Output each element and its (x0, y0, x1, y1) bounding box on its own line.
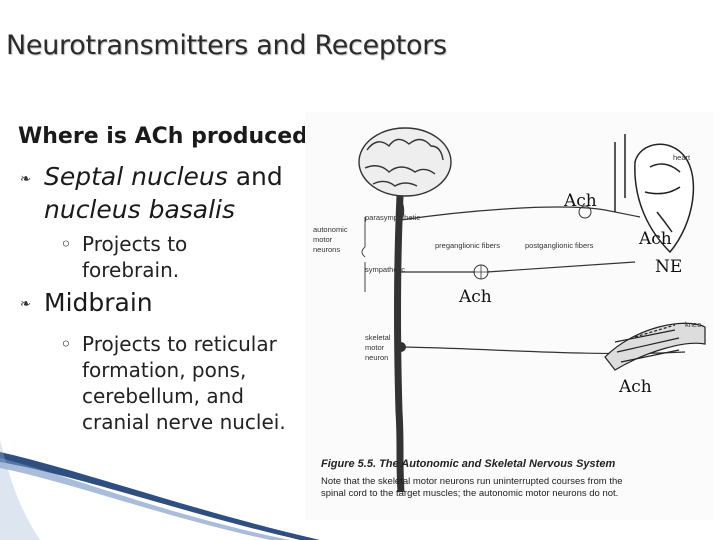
sub-bullet-forebrain: ◦ Projects to forebrain. (60, 231, 187, 283)
sub-line: Projects to reticular (82, 332, 277, 356)
figure-caption-line-2: spinal cord to the target muscles; the a… (321, 488, 618, 499)
brain-icon (358, 127, 452, 217)
annotation-ne: NE (655, 257, 683, 277)
annotation-ach-parasympathetic: Ach (564, 191, 597, 211)
bullet-icon: ❧ (20, 172, 31, 187)
figure-drawing: heart parasympathetic autonomic motor ne… (313, 127, 706, 499)
sub-line: cranial nerve nuclei. (82, 410, 286, 434)
figure-caption-title: Figure 5.5. The Autonomic and Skeletal N… (321, 458, 615, 470)
label-preganglionic: preganglionic fibers (435, 241, 500, 250)
sub-line: cerebellum, and (82, 384, 245, 408)
circle-bullet-icon: ◦ (60, 232, 72, 256)
sub-line: Projects to (82, 232, 188, 256)
sub-line: formation, pons, (82, 358, 247, 382)
brace (361, 217, 366, 292)
bullet-icon: ❧ (20, 297, 31, 312)
knee-muscle-icon (604, 322, 706, 371)
nervous-system-figure: heart parasympathetic autonomic motor ne… (305, 112, 713, 520)
label-skeletal-1: skeletal (365, 333, 391, 342)
label-skeletal-2: motor (365, 343, 385, 352)
label-autonomic-3: neurons (313, 245, 340, 254)
spinal-cord (394, 195, 405, 493)
septal-nucleus-text: Septal nucleus (44, 162, 228, 191)
annotation-ach-ganglion: Ach (459, 287, 492, 307)
nucleus-basalis-text: nucleus basalis (44, 195, 236, 224)
bullet-septal: Septal nucleus and nucleus basalis (44, 160, 283, 226)
label-autonomic-1: autonomic (313, 225, 348, 234)
heart-icon (614, 134, 695, 254)
label-autonomic-2: motor (313, 235, 333, 244)
label-skeletal-3: neuron (365, 353, 388, 362)
circle-bullet-icon: ◦ (60, 332, 72, 356)
question-heading: Where is ACh produced? (18, 124, 321, 149)
label-knee: knee (685, 320, 701, 329)
decorative-swoosh (0, 440, 320, 540)
label-parasympathetic: parasympathetic (365, 213, 420, 222)
bullet-midbrain: Midbrain (44, 288, 153, 317)
label-sympathetic: sympathetic (365, 265, 405, 274)
slide-title: Neurotransmitters and Receptors (6, 30, 447, 61)
label-postganglionic: postganglionic fibers (525, 241, 594, 250)
label-heart: heart (673, 153, 691, 162)
sub-bullet-reticular: ◦Projects to reticular formation, pons, … (60, 331, 286, 435)
figure-caption-line-1: Note that the skeletal motor neurons run… (321, 476, 623, 487)
sub-line: forebrain. (82, 258, 180, 282)
annotation-ach-knee: Ach (619, 377, 652, 397)
annotation-ach-heart: Ach (639, 229, 672, 249)
and-text: and (227, 162, 283, 191)
